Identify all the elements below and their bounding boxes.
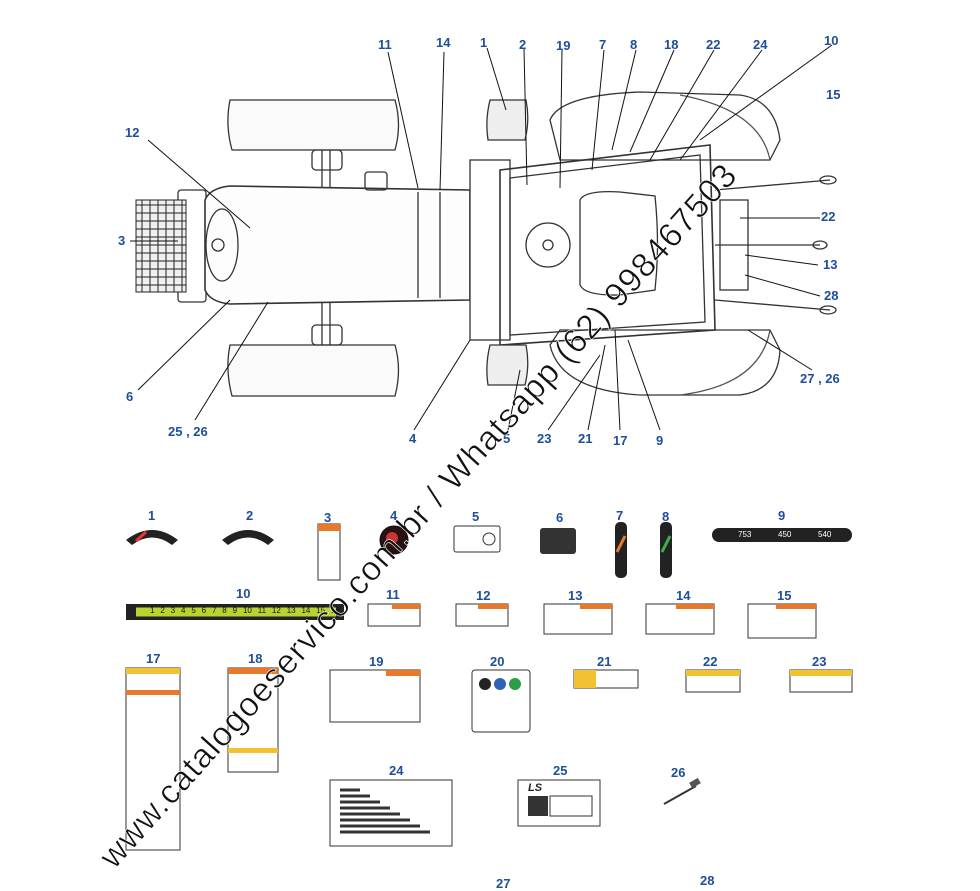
decal-18 xyxy=(227,667,279,773)
decal-label-22: 22 xyxy=(703,654,718,669)
callout-13: 13 xyxy=(823,257,838,272)
decal-label-8: 8 xyxy=(662,509,670,524)
gear-14: 14 xyxy=(301,606,311,615)
callout-12: 12 xyxy=(125,125,140,140)
decal-label-25: 25 xyxy=(553,763,568,778)
gear-5: 5 xyxy=(191,606,196,615)
callout-10: 10 xyxy=(824,33,839,48)
decal-label-17: 17 xyxy=(146,651,161,666)
decal-24 xyxy=(329,779,453,847)
gear-9: 9 xyxy=(232,606,238,615)
gear-13: 13 xyxy=(286,606,296,615)
decal-label-20: 20 xyxy=(490,654,505,669)
callout-28: 28 xyxy=(824,288,839,303)
brand-logo: LS xyxy=(528,782,543,794)
pto-label-753: 753 xyxy=(738,530,752,539)
decal-5 xyxy=(453,525,501,553)
gear-10: 10 xyxy=(242,606,252,615)
gear-4: 4 xyxy=(180,606,186,615)
callout-8: 8 xyxy=(630,37,638,52)
decal-label-1: 1 xyxy=(148,508,156,523)
decal-label-13: 13 xyxy=(568,588,583,603)
decal-11 xyxy=(367,603,421,627)
decal-17 xyxy=(125,667,181,851)
callout-22: 22 xyxy=(821,209,836,224)
decal-12 xyxy=(455,603,509,627)
callout-19: 19 xyxy=(556,38,571,53)
decal-label-2: 2 xyxy=(246,508,254,523)
gear-2: 2 xyxy=(160,606,165,615)
gear-6: 6 xyxy=(201,606,207,615)
callout-27-26: 27 , 26 xyxy=(800,371,840,386)
decal-label-10: 10 xyxy=(236,586,251,601)
callout-18: 18 xyxy=(664,37,679,52)
decal-3 xyxy=(317,523,341,581)
decal-label-9: 9 xyxy=(778,508,786,523)
decal-14 xyxy=(645,603,715,635)
decal-label-4: 4 xyxy=(390,508,398,523)
gear-7: 7 xyxy=(211,606,217,615)
callout-21: 21 xyxy=(578,431,593,446)
pto-label-540: 540 xyxy=(818,530,832,539)
gear-16: 16 xyxy=(331,606,340,615)
callout-3: 3 xyxy=(118,233,126,248)
callout-1: 1 xyxy=(480,35,488,50)
decal-label-23: 23 xyxy=(812,654,827,669)
gear-12: 12 xyxy=(271,606,281,615)
decal-22 xyxy=(685,669,741,693)
callout-22-top: 22 xyxy=(706,37,721,52)
decal-23 xyxy=(789,669,853,693)
callout-2: 2 xyxy=(519,37,527,52)
decal-label-21: 21 xyxy=(597,654,612,669)
callout-7: 7 xyxy=(599,37,607,52)
gear-3: 3 xyxy=(170,606,176,615)
callout-9: 9 xyxy=(656,433,664,448)
callout-25-26: 25 , 26 xyxy=(168,424,208,439)
callout-6: 6 xyxy=(126,389,134,404)
decal-25 xyxy=(517,779,601,827)
decal-label-24: 24 xyxy=(389,763,404,778)
callout-11: 11 xyxy=(378,37,392,52)
decal-label-11: 11 xyxy=(386,587,400,602)
front-wheel-bottom xyxy=(227,344,400,397)
callout-24: 24 xyxy=(753,37,768,52)
callout-17: 17 xyxy=(613,433,628,448)
gear-15: 15 xyxy=(316,606,326,615)
front-wheel-top xyxy=(227,99,400,151)
decal-label-12: 12 xyxy=(476,588,491,603)
decal-label-3: 3 xyxy=(324,510,332,525)
pto-label-450: 450 xyxy=(778,530,792,539)
decal-21 xyxy=(573,669,639,689)
decal-19 xyxy=(329,669,421,723)
decal-label-26: 26 xyxy=(671,765,686,780)
decal-20 xyxy=(471,669,531,733)
decal-label-28: 28 xyxy=(700,873,715,888)
decal-label-14: 14 xyxy=(676,588,691,603)
callout-23: 23 xyxy=(537,431,552,446)
gear-1: 1 xyxy=(150,606,155,615)
callout-15: 15 xyxy=(826,87,841,102)
callout-4: 4 xyxy=(409,431,417,446)
decal-label-6: 6 xyxy=(556,510,564,525)
decal-2 xyxy=(222,530,274,545)
decal-26 xyxy=(663,785,697,805)
gear-11: 11 xyxy=(257,606,267,615)
gear-scale: 1 2 3 4 5 6 7 8 9 10 11 12 13 14 15 16 xyxy=(150,606,340,615)
callout-14: 14 xyxy=(436,35,451,50)
decal-label-18: 18 xyxy=(248,651,263,666)
gear-8: 8 xyxy=(222,606,227,615)
callout-5: 5 xyxy=(503,431,511,446)
decal-9 xyxy=(712,528,852,542)
decal-13 xyxy=(543,603,613,635)
decal-label-5: 5 xyxy=(472,509,480,524)
decal-15 xyxy=(747,603,817,639)
decal-label-19: 19 xyxy=(369,654,384,669)
decal-6 xyxy=(540,528,576,554)
decal-1 xyxy=(126,530,178,545)
decal-label-15: 15 xyxy=(777,588,792,603)
decal-label-7: 7 xyxy=(616,508,624,523)
